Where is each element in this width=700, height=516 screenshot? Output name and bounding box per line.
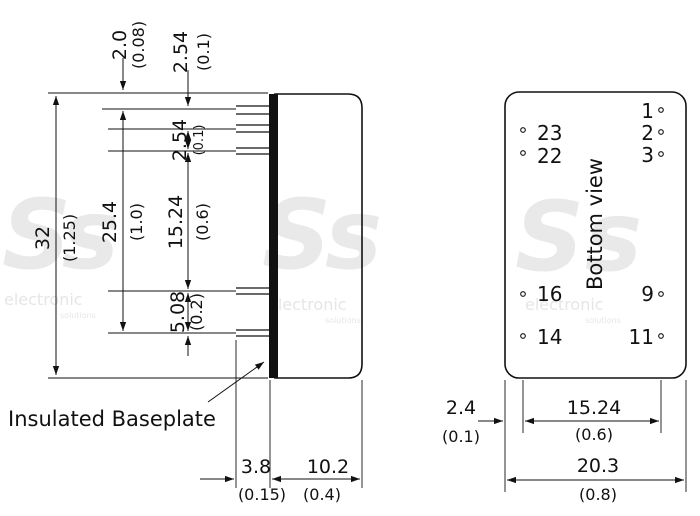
bottom-view-labels: 23 22 16 14 1 2 3 9 11 Bottom view 2.4 (… <box>442 99 654 504</box>
dim-body-depth-in: (0.4) <box>303 485 341 504</box>
watermark-brand-3: electronic <box>525 295 604 314</box>
dim-body-depth-mm: 10.2 <box>307 456 349 478</box>
bottom-view-label: Bottom view <box>583 158 607 290</box>
insulated-baseplate <box>269 94 278 378</box>
baseplate-leader <box>207 361 265 403</box>
watermark-tagline-2: solutions <box>325 316 361 325</box>
dim-lower-pitch-mm: 5.08 <box>167 291 189 333</box>
side-pins <box>236 105 269 337</box>
dim-group-span-mm: 15.24 <box>165 195 187 249</box>
insulated-baseplate-label: Insulated Baseplate <box>8 407 216 431</box>
dim-pin-pitch-top-in: (0.1) <box>194 33 213 71</box>
pin-label-11: 11 <box>629 325 654 349</box>
module-body <box>274 93 363 379</box>
watermark-tagline-1: solutions <box>60 311 96 320</box>
bottom-outline <box>504 91 687 379</box>
dim-pin-span-mm: 25.4 <box>99 201 121 243</box>
pin-label-16: 16 <box>537 282 562 306</box>
pin-label-9: 9 <box>641 282 654 306</box>
dim-pin-pitch-mid-in: (0.1) <box>192 125 207 156</box>
bottom-view <box>478 91 687 492</box>
dim-group-span-in: (0.6) <box>193 203 212 241</box>
pin-label-2: 2 <box>641 121 654 145</box>
side-view <box>48 58 363 488</box>
dim-pin-pitch-top-mm: 2.54 <box>170 31 192 73</box>
dim-pin-pitch-mid-mm: 2.54 <box>169 119 191 161</box>
side-view-labels: 2.0 (0.08) 2.54 (0.1) 2.54 (0.1) 32 (1.2… <box>8 21 349 504</box>
watermark: S s S s S s electronic solutions electro… <box>2 179 642 325</box>
svg-text:S: S <box>515 181 584 293</box>
pin-label-1: 1 <box>641 99 654 123</box>
dim-top-offset-in: (0.08) <box>129 21 148 69</box>
watermark-tagline-3: solutions <box>585 316 621 325</box>
pin-label-14: 14 <box>537 325 562 349</box>
pin-label-22: 22 <box>537 144 562 168</box>
dim-height-mm: 32 <box>32 226 54 250</box>
dim-edge-offset-in: (0.1) <box>442 427 480 446</box>
dim-row-spacing-mm: 15.24 <box>567 397 621 419</box>
dim-height-in: (1.25) <box>60 214 79 262</box>
extension-lines <box>48 92 363 488</box>
watermark-brand-2: electronic <box>268 295 347 314</box>
dimension-lines <box>52 58 360 483</box>
dim-row-spacing-in: (0.6) <box>575 425 613 444</box>
svg-text:S: S <box>2 179 71 291</box>
dim-lower-pitch-in: (0.2) <box>187 293 206 331</box>
dim-pin-span-in: (1.0) <box>127 203 146 241</box>
dim-edge-offset-mm: 2.4 <box>446 397 476 419</box>
dim-pin-length-mm: 3.8 <box>241 456 271 478</box>
pin-label-23: 23 <box>537 121 562 145</box>
dim-width-mm: 20.3 <box>577 455 619 477</box>
pin-label-3: 3 <box>641 143 654 167</box>
dim-top-offset-mm: 2.0 <box>109 30 131 60</box>
dim-width-in: (0.8) <box>579 485 617 504</box>
svg-text:s: s <box>325 179 382 291</box>
pin-holes <box>520 107 664 339</box>
watermark-brand-1: electronic <box>4 290 83 309</box>
dim-pin-length-in: (0.15) <box>238 485 286 504</box>
svg-text:s: s <box>585 181 642 293</box>
svg-text:s: s <box>62 179 119 291</box>
